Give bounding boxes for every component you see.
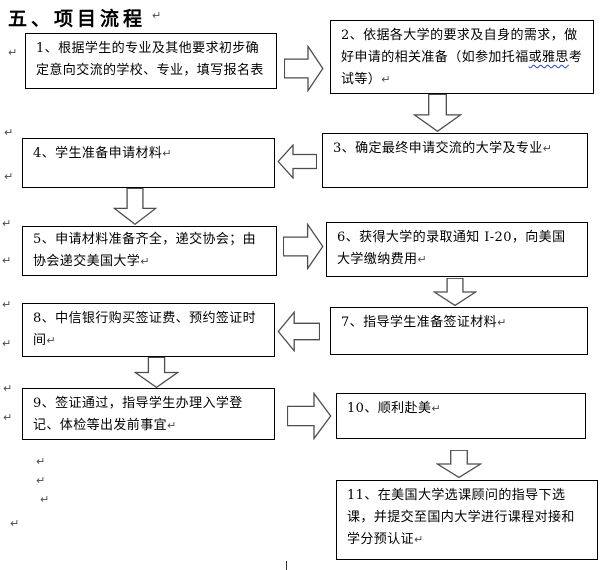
paragraph-mark-icon: ↵ [46,334,56,347]
flow-box-8-text: 8、中信银行购买签证费、预约签证时间 [33,311,257,348]
flow-box-3[interactable]: 3、确定最终申请交流的大学及专业↵ [322,133,588,188]
flow-arrow-4-5-icon[interactable] [113,188,157,225]
paragraph-mark-icon: ↵ [152,9,162,22]
flow-box-11-text: 11、在美国大学选课顾问的指导下选课，并提交至国内大学进行课程对接和学分预认证 [347,488,575,547]
flow-box-10-text: 10、顺利赴美 [347,401,432,416]
paragraph-mark-icon: ↵ [36,474,46,487]
paragraph-mark-icon: ↵ [10,517,20,530]
paragraph-mark-icon: ↵ [36,86,45,88]
paragraph-mark-icon: ↵ [497,316,507,329]
flow-arrow-5-6-icon[interactable] [283,223,324,270]
flow-box-4-text: 4、学生准备申请材料 [33,146,163,161]
flow-arrow-8-9-icon[interactable] [134,357,179,388]
paragraph-mark-icon: ↵ [3,411,13,424]
section-title-text: 五、项目流程 [8,8,147,30]
paragraph-mark-icon: ↵ [40,493,50,506]
section-title: 五、项目流程 [8,4,146,31]
paragraph-mark-icon: ↵ [542,142,552,155]
paragraph-mark-icon: ↵ [3,382,13,395]
paragraph-mark-icon: ↵ [414,533,424,546]
paragraph-mark-icon: ↵ [162,147,172,160]
flow-box-8[interactable]: 8、中信银行购买签证费、预约签证时间↵ [22,303,275,357]
flow-box-7-text: 7、指导学生准备签证材料 [341,315,498,330]
flow-box-10[interactable]: 10、顺利赴美↵ [336,393,586,439]
flow-box-6[interactable]: 6、获得大学的录取通知 I-20，向美国大学缴纳费用↵ [326,222,588,277]
flow-box-11[interactable]: 11、在美国大学选课顾问的指导下选课，并提交至国内大学进行课程对接和学分预认证↵ [336,480,598,560]
paragraph-mark-icon: ↵ [167,419,177,432]
flow-box-4[interactable]: 4、学生准备申请材料↵ [22,138,275,188]
flow-box-5-text: 5、申请材料准备齐全，递交协会；由协会递交美国大学 [33,232,257,269]
flow-box-6-text: 6、获得大学的录取通知 I-20，向美国大学缴纳费用 [337,230,566,267]
flow-box-9-text: 9、签证通过，指导学生办理入学登记、体检等出发前事宜 [33,396,243,433]
paragraph-mark-icon: ↵ [431,402,441,415]
flow-box-2[interactable]: 2、依据各大学的要求及自身的需求，做好申请的相关准备（如参加托福或雅思考试等）↵ [330,20,594,94]
flow-arrow-2-3-icon[interactable] [413,94,462,132]
paragraph-mark-icon: ↵ [140,255,150,268]
flow-box-2-text-end: 考试等） [341,50,583,87]
text-cursor-mark [286,561,287,570]
flow-arrow-1-2-icon[interactable] [284,45,324,92]
flow-arrow-3-4-icon[interactable] [277,144,317,179]
flow-arrow-6-7-icon[interactable] [433,278,477,306]
paragraph-mark-icon: ↵ [2,254,12,267]
flow-box-1[interactable]: 1、根据学生的专业及其他要求初步确定意向交流的学校、专业，填写报名表 ↵ [25,33,277,89]
flow-box-2-text: 2、依据各大学的要求及自身的需求，做好申请的相关准备（如参加托福 [341,28,578,65]
paragraph-mark-icon: ↵ [4,170,14,183]
paragraph-mark-icon: ↵ [2,337,12,350]
paragraph-mark-icon: ↵ [381,73,391,86]
paragraph-mark-icon: ↵ [417,253,427,266]
flow-arrow-10-11-icon[interactable] [436,450,482,478]
flow-arrow-7-8-icon[interactable] [277,311,320,352]
flow-box-1-text: 1、根据学生的专业及其他要求初步确定意向交流的学校、专业，填写报名表 [36,41,264,78]
paragraph-mark-icon: ↵ [2,298,12,311]
flow-arrow-9-10-icon[interactable] [287,392,332,440]
flow-box-5[interactable]: 5、申请材料准备齐全，递交协会；由协会递交美国大学↵ [22,226,277,276]
flow-box-3-text: 3、确定最终申请交流的大学及专业 [333,141,543,156]
flow-box-7[interactable]: 7、指导学生准备签证材料↵ [330,307,588,355]
paragraph-mark-icon: ↵ [2,217,12,230]
flow-box-9[interactable]: 9、签证通过，指导学生办理入学登记、体检等出发前事宜↵ [22,388,275,440]
paragraph-mark-icon: ↵ [8,46,18,59]
paragraph-mark-icon: ↵ [4,126,14,139]
spellcheck-wavy-underline: 或雅思 [528,50,569,65]
paragraph-mark-icon: ↵ [36,455,46,468]
